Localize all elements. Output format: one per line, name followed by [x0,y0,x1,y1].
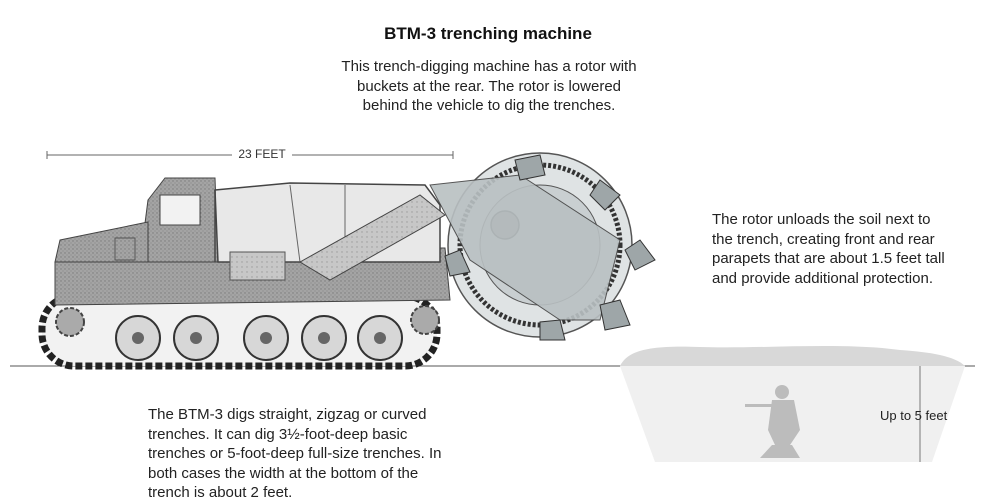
length-label: 23 FEET [232,147,292,161]
cab-window [159,194,201,226]
rotor-note: The rotor unloads the soil next to the t… [712,211,945,287]
intro-text: This trench-digging machine has a rotor … [341,58,637,114]
road-wheel-5 [357,315,403,361]
depth-label: Up to 5 feet [880,408,948,423]
rotor-buckets [444,154,656,341]
rotor-assembly [429,152,656,341]
diagram-title: BTM-3 trenching machine [384,24,592,43]
trench-parapet [620,346,965,366]
road-wheels [115,315,403,361]
digs-note: The BTM-3 digs straight, zigzag or curve… [148,406,442,501]
road-wheel-3 [243,315,289,361]
trench-cross-section [620,346,965,462]
grille [114,237,136,261]
front-sprocket [55,307,85,337]
soldier-figure [745,385,800,458]
engine-block [229,251,286,281]
road-wheel-1 [115,315,161,361]
rear-sprocket [410,305,440,335]
btm3-vehicle [38,177,451,370]
road-wheel-4 [301,315,347,361]
road-wheel-2 [173,315,219,361]
boom-arm [299,194,446,281]
hood [54,221,149,263]
